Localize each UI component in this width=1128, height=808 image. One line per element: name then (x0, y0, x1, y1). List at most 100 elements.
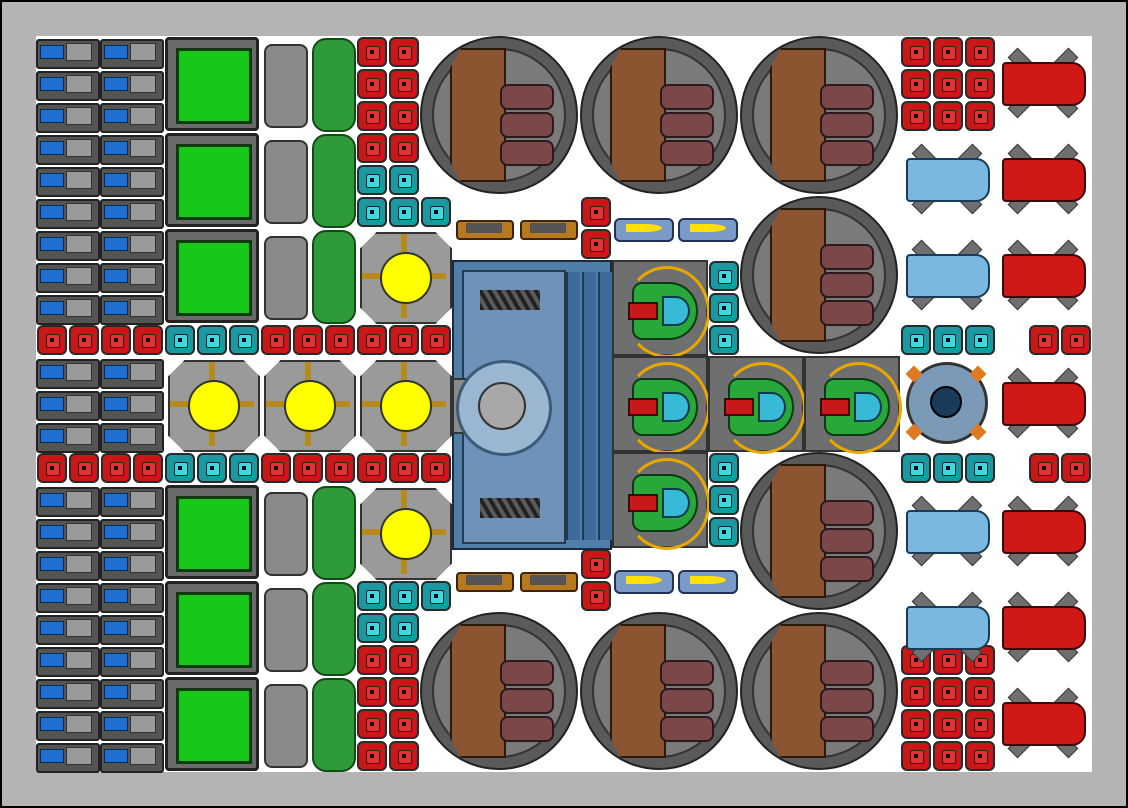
armor-cyan-block-icon[interactable] (389, 197, 419, 227)
battery-icon[interactable] (100, 101, 164, 133)
armor-red-block-icon[interactable] (37, 325, 67, 355)
armor-red-block-icon[interactable] (389, 37, 419, 67)
armor-red-block-icon[interactable] (357, 709, 387, 739)
armor-red-block-icon[interactable] (389, 677, 419, 707)
armor-cyan-block-icon[interactable] (389, 581, 419, 611)
fuel-tank-icon[interactable] (260, 132, 356, 228)
plasma-cannon-icon[interactable] (612, 356, 710, 454)
battery-icon[interactable] (36, 709, 100, 741)
armor-red-block-icon[interactable] (133, 453, 163, 483)
armor-red-block-icon[interactable] (901, 677, 931, 707)
armor-cyan-block-icon[interactable] (965, 325, 995, 355)
battery-icon[interactable] (36, 261, 100, 293)
battery-icon[interactable] (36, 485, 100, 517)
armor-cyan-block-icon[interactable] (357, 165, 387, 195)
armor-red-block-icon[interactable] (421, 453, 451, 483)
battery-icon[interactable] (36, 293, 100, 325)
armor-red-block-icon[interactable] (389, 101, 419, 131)
armor-cyan-block-icon[interactable] (933, 453, 963, 483)
armor-red-block-icon[interactable] (69, 453, 99, 483)
armor-cyan-block-icon[interactable] (229, 325, 259, 355)
cargo-bay-icon[interactable] (165, 485, 259, 579)
fuel-tank-icon[interactable] (260, 36, 356, 132)
armor-cyan-block-icon[interactable] (197, 325, 227, 355)
armor-cyan-block-icon[interactable] (901, 453, 931, 483)
armor-red-block-icon[interactable] (69, 325, 99, 355)
armor-cyan-block-icon[interactable] (357, 197, 387, 227)
laser-icon[interactable] (612, 212, 674, 244)
battery-icon[interactable] (100, 549, 164, 581)
thruster-icon[interactable] (996, 580, 1088, 672)
armor-red-block-icon[interactable] (37, 453, 67, 483)
armor-red-block-icon[interactable] (933, 677, 963, 707)
battery-icon[interactable] (36, 197, 100, 229)
cargo-bay-icon[interactable] (165, 229, 259, 323)
fuel-tank-icon[interactable] (260, 580, 356, 676)
battery-icon[interactable] (100, 37, 164, 69)
armor-red-block-icon[interactable] (357, 37, 387, 67)
cockpit-icon[interactable] (452, 356, 552, 456)
battery-icon[interactable] (100, 389, 164, 421)
armor-red-block-icon[interactable] (1029, 453, 1059, 483)
armor-red-block-icon[interactable] (965, 709, 995, 739)
battery-icon[interactable] (100, 261, 164, 293)
battery-icon[interactable] (100, 485, 164, 517)
heavy-turret-icon[interactable] (740, 196, 898, 354)
laser-icon[interactable] (676, 212, 738, 244)
armor-cyan-block-icon[interactable] (901, 325, 931, 355)
shield-generator-icon[interactable] (900, 356, 992, 448)
battery-icon[interactable] (36, 613, 100, 645)
armor-red-block-icon[interactable] (325, 453, 355, 483)
plasma-cannon-icon[interactable] (804, 356, 902, 454)
armor-red-block-icon[interactable] (901, 741, 931, 771)
armor-red-block-icon[interactable] (933, 101, 963, 131)
armor-red-block-icon[interactable] (901, 101, 931, 131)
armor-red-block-icon[interactable] (933, 709, 963, 739)
autocannon-icon[interactable] (452, 564, 514, 596)
ion-thruster-icon[interactable] (900, 228, 992, 320)
armor-red-block-icon[interactable] (965, 677, 995, 707)
thruster-icon[interactable] (996, 356, 1088, 448)
ion-thruster-icon[interactable] (900, 484, 992, 576)
fuel-tank-icon[interactable] (260, 228, 356, 324)
armor-red-block-icon[interactable] (389, 741, 419, 771)
armor-red-block-icon[interactable] (901, 709, 931, 739)
armor-cyan-block-icon[interactable] (197, 453, 227, 483)
battery-icon[interactable] (36, 37, 100, 69)
armor-cyan-block-icon[interactable] (421, 581, 451, 611)
heavy-turret-icon[interactable] (420, 612, 578, 770)
armor-cyan-block-icon[interactable] (709, 485, 739, 515)
armor-red-block-icon[interactable] (1061, 453, 1091, 483)
cargo-bay-icon[interactable] (165, 133, 259, 227)
armor-red-block-icon[interactable] (101, 325, 131, 355)
power-generator-icon[interactable] (260, 356, 356, 452)
armor-red-block-icon[interactable] (357, 69, 387, 99)
battery-icon[interactable] (100, 517, 164, 549)
battery-icon[interactable] (100, 293, 164, 325)
ion-thruster-icon[interactable] (900, 580, 992, 672)
armor-red-block-icon[interactable] (965, 741, 995, 771)
armor-red-block-icon[interactable] (101, 453, 131, 483)
battery-icon[interactable] (36, 101, 100, 133)
armor-cyan-block-icon[interactable] (421, 197, 451, 227)
battery-icon[interactable] (100, 197, 164, 229)
armor-red-block-icon[interactable] (389, 325, 419, 355)
battery-icon[interactable] (36, 229, 100, 261)
autocannon-icon[interactable] (516, 212, 578, 244)
battery-icon[interactable] (100, 677, 164, 709)
heavy-turret-icon[interactable] (580, 612, 738, 770)
armor-red-block-icon[interactable] (357, 453, 387, 483)
cargo-bay-icon[interactable] (165, 581, 259, 675)
armor-red-block-icon[interactable] (581, 197, 611, 227)
battery-icon[interactable] (36, 549, 100, 581)
armor-red-block-icon[interactable] (389, 645, 419, 675)
thruster-icon[interactable] (996, 676, 1088, 768)
autocannon-icon[interactable] (516, 564, 578, 596)
heavy-turret-icon[interactable] (580, 36, 738, 194)
armor-red-block-icon[interactable] (1061, 325, 1091, 355)
battery-icon[interactable] (100, 165, 164, 197)
power-generator-icon[interactable] (164, 356, 260, 452)
armor-cyan-block-icon[interactable] (933, 325, 963, 355)
armor-cyan-block-icon[interactable] (165, 325, 195, 355)
battery-icon[interactable] (36, 389, 100, 421)
